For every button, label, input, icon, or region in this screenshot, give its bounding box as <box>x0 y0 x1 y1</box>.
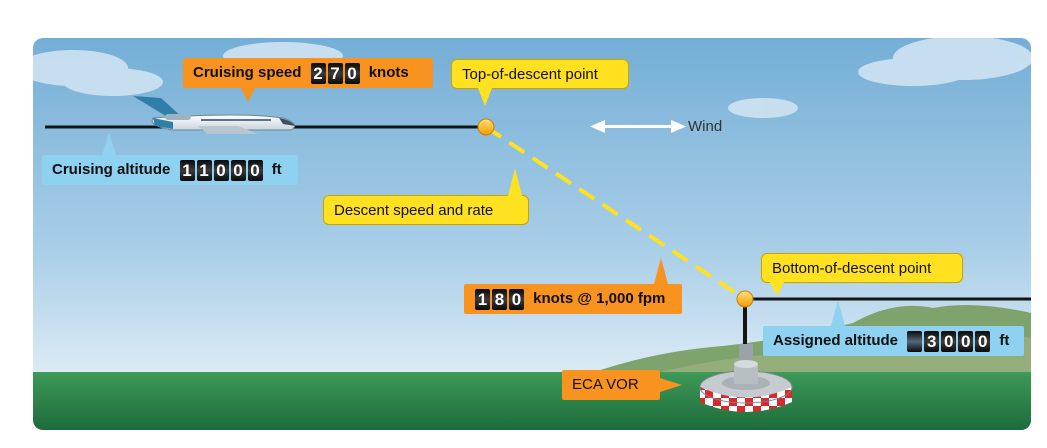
cruising-speed-digit: 0 <box>344 62 360 84</box>
assigned-altitude-suffix: ft <box>999 332 1010 349</box>
top-of-descent-callout: Top-of-descent point <box>451 59 629 106</box>
descent-speed-digit: 8 <box>492 288 507 310</box>
cruising-altitude-digit: 1 <box>179 159 195 181</box>
ground <box>33 372 1031 430</box>
descent-speed-suffix: knots @ 1,000 fpm <box>533 290 666 307</box>
bottom-of-descent-callout: Bottom-of-descent point <box>761 253 963 296</box>
cruising-altitude-digit: 0 <box>213 159 229 181</box>
bottom-of-descent-marker <box>736 290 754 308</box>
descent-speed-rate-label: Descent speed and rate <box>334 202 494 219</box>
assigned-altitude-digit: 0 <box>941 330 957 352</box>
assigned-altitude-digit: 3 <box>924 330 940 352</box>
wind-label: Wind <box>688 118 723 135</box>
callout-pointer <box>770 282 784 296</box>
callout-pointer <box>102 133 116 155</box>
cruising-altitude-digit: 0 <box>247 159 263 181</box>
cruising-speed-prefix: Cruising speed <box>193 64 302 81</box>
descent-speed-digit: 1 <box>475 288 490 310</box>
assigned-altitude-digit: 0 <box>975 330 991 352</box>
cruising-altitude-digit: 0 <box>230 159 246 181</box>
vor-callout: ECA VOR <box>562 370 682 400</box>
descent-path <box>484 125 747 301</box>
assigned-altitude-digit: 0 <box>958 330 974 352</box>
cruising-speed-suffix: knots <box>368 64 409 81</box>
descent-diagram <box>33 38 1031 430</box>
cruising-speed-digit: 2 <box>310 62 326 84</box>
assigned-altitude-digit <box>907 330 923 352</box>
cruising-altitude-suffix: ft <box>271 161 282 178</box>
descent-speed-digit: 0 <box>509 288 524 310</box>
callout-pointer <box>508 168 522 196</box>
vor-station-icon <box>699 299 793 412</box>
top-of-descent-label: Top-of-descent point <box>462 66 598 83</box>
airplane-icon <box>133 96 296 134</box>
bottom-of-descent-label: Bottom-of-descent point <box>772 260 932 277</box>
callout-pointer <box>478 88 492 106</box>
scene-art <box>33 38 1031 430</box>
cruising-altitude-digit: 1 <box>196 159 212 181</box>
descent-speed-rate-callout: Descent speed and rate <box>323 168 529 225</box>
assigned-altitude-prefix: Assigned altitude <box>773 332 899 349</box>
callout-pointer <box>654 258 668 284</box>
callout-pointer <box>831 300 845 326</box>
callout-pointer <box>660 378 682 392</box>
wind-arrow <box>590 120 686 133</box>
clouds <box>33 38 1031 118</box>
vor-label: ECA VOR <box>572 376 639 393</box>
cruising-speed-digit: 7 <box>327 62 343 84</box>
callout-pointer <box>241 88 255 102</box>
cruising-altitude-prefix: Cruising altitude <box>52 161 171 178</box>
top-of-descent-marker <box>477 118 495 136</box>
